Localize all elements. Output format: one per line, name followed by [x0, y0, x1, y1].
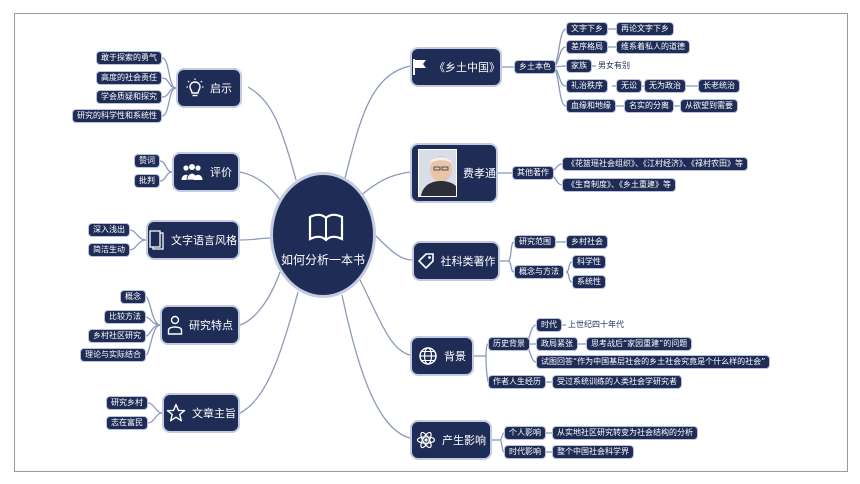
node-tansuo-yongqi[interactable]: 敢于探索的勇气: [96, 51, 162, 65]
topic-xiangtu-zhongguo[interactable]: 《乡土中国》: [410, 47, 502, 87]
node-shenru-qianchu[interactable]: 深入浅出: [88, 223, 130, 237]
node-shidi-shequ[interactable]: 从实地社区研究转变为社会结构的分析: [552, 426, 698, 440]
topic-label: 背景: [444, 350, 466, 363]
node-geren-yingxiang[interactable]: 个人影响: [504, 426, 546, 440]
node-sishi-niandai[interactable]: 上世纪四十年代: [568, 320, 624, 329]
topic-wenzi-yuyan-fengge[interactable]: 文字语言风格: [146, 220, 240, 260]
flag-icon: [413, 59, 426, 75]
open-book-icon: [308, 213, 344, 242]
node-jiazu[interactable]: 家族: [566, 59, 592, 73]
topic-label: 文章主旨: [192, 407, 236, 420]
node-zhanglao-tongzhi[interactable]: 长老统治: [698, 79, 740, 93]
node-zailun-wenzi-xiaxiang[interactable]: 再论文字下乡: [616, 22, 674, 36]
node-lilun-shiji[interactable]: 理论与实际结合: [80, 348, 146, 362]
node-pipan[interactable]: 批判: [134, 174, 160, 188]
node-xiangtu-bense[interactable]: 乡土本色: [514, 60, 556, 74]
portrait-photo: [418, 149, 457, 197]
node-jianjie-shengdong[interactable]: 简洁生动: [88, 243, 130, 257]
topic-fei-xiaotong[interactable]: 费孝通: [410, 143, 498, 203]
topic-label: 费孝通: [463, 167, 496, 180]
node-shitu-huida[interactable]: 试图回答“作为中国基层社会的乡土社会究竟是个什么样的社会”: [536, 355, 771, 369]
node-nannv-youbie[interactable]: 男女有别: [598, 61, 630, 70]
node-bijiao-fangfa[interactable]: 比较方法: [104, 310, 146, 324]
node-qita-zhuzuo[interactable]: 其他著作: [512, 166, 554, 180]
node-kexuexing[interactable]: 科学性: [572, 255, 606, 269]
node-shidai-yingxiang[interactable]: 时代影响: [504, 445, 546, 459]
atom-icon: [416, 431, 436, 449]
node-xitongxing[interactable]: 系统性: [572, 275, 606, 289]
node-xiangcun-shehui[interactable]: 乡村社会: [566, 235, 608, 249]
node-wuwei-zhengzhi[interactable]: 无为政治: [644, 79, 686, 93]
node-jiayuan-chongjian[interactable]: 思考战后“家园重建”的问题: [586, 337, 693, 351]
people-icon: [181, 164, 203, 181]
node-wusong[interactable]: 无讼: [616, 79, 642, 93]
globe-icon: [419, 347, 437, 365]
node-yanjiu-fanwei[interactable]: 研究范围: [514, 235, 556, 249]
person-icon: [167, 315, 183, 335]
node-wenzi-xiaxiang[interactable]: 文字下乡: [566, 22, 608, 36]
node-works-1[interactable]: 《花篮瑶社会组织》、《江村经济》、《禄村农田》等: [562, 157, 748, 171]
topic-sheke-zhuzuo[interactable]: 社科类著作: [412, 241, 500, 281]
topic-qishi[interactable]: 启示: [176, 68, 242, 108]
star-icon: [166, 403, 186, 422]
central-topic[interactable]: 如何分析一本书: [270, 172, 376, 298]
node-yanjiu-xiangcun[interactable]: 研究乡村: [106, 396, 148, 410]
node-shidai[interactable]: 时代: [536, 318, 562, 332]
node-zhengju-jinzhang[interactable]: 政局紧张: [536, 337, 578, 351]
topic-label: 《乡土中国》: [434, 61, 500, 74]
topic-label: 研究特点: [189, 319, 233, 332]
node-chaxu-geju[interactable]: 差序格局: [566, 40, 608, 54]
node-lizhi-zhixu[interactable]: 礼治秩序: [566, 79, 608, 93]
topic-yanjiu-tedian[interactable]: 研究特点: [160, 305, 240, 345]
node-zanci[interactable]: 赞词: [134, 154, 160, 168]
topic-label: 启示: [210, 82, 232, 95]
node-weixi-daode[interactable]: 维系着私人的道德: [616, 40, 690, 54]
node-zhizai-fumin[interactable]: 志在富民: [106, 416, 148, 430]
topic-label: 社科类著作: [440, 255, 496, 268]
node-mingshi-fenli[interactable]: 名实的分离: [624, 99, 674, 113]
topic-label: 评价: [210, 166, 232, 179]
tag-icon: [417, 253, 434, 270]
lightbulb-icon: [186, 78, 204, 97]
node-kexuexing-xitongxing[interactable]: 研究的科学性和系统性: [72, 109, 162, 123]
topic-chansheng-yingxiang[interactable]: 产生影响: [410, 420, 492, 460]
node-works-2[interactable]: 《生育制度》、《乡土重建》等: [562, 178, 676, 192]
node-shehui-zeren[interactable]: 高度的社会责任: [96, 71, 162, 85]
node-xueyuan-diyuan[interactable]: 血缘和地缘: [566, 99, 616, 113]
node-zuozhe-jingli[interactable]: 作者人生经历: [488, 375, 546, 389]
topic-pingjia[interactable]: 评价: [172, 152, 240, 192]
node-xitong-xunlian[interactable]: 受过系统训练的人类社会学研究者: [552, 375, 682, 389]
topic-label: 文字语言风格: [171, 234, 237, 247]
node-lishi-beijing[interactable]: 历史背景: [488, 337, 530, 351]
central-topic-title: 如何分析一本书: [280, 253, 365, 267]
node-gainian-fangfa[interactable]: 概念与方法: [514, 265, 564, 279]
topic-label: 产生影响: [442, 434, 486, 447]
node-gainian[interactable]: 概念: [120, 290, 146, 304]
node-zhiyi-tanjiu[interactable]: 学会质疑和探究: [96, 90, 162, 104]
topic-beijing[interactable]: 背景: [410, 336, 474, 376]
node-yuwang-xuyao[interactable]: 从欲望到需要: [680, 99, 738, 113]
topic-wenzhang-zhuzhi[interactable]: 文章主旨: [162, 393, 240, 433]
node-xiangcun-shequ-yanjiu[interactable]: 乡村社区研究: [88, 329, 146, 343]
document-icon: [149, 230, 164, 250]
node-shehui-kexuejie[interactable]: 整个中国社会科学界: [552, 445, 634, 459]
